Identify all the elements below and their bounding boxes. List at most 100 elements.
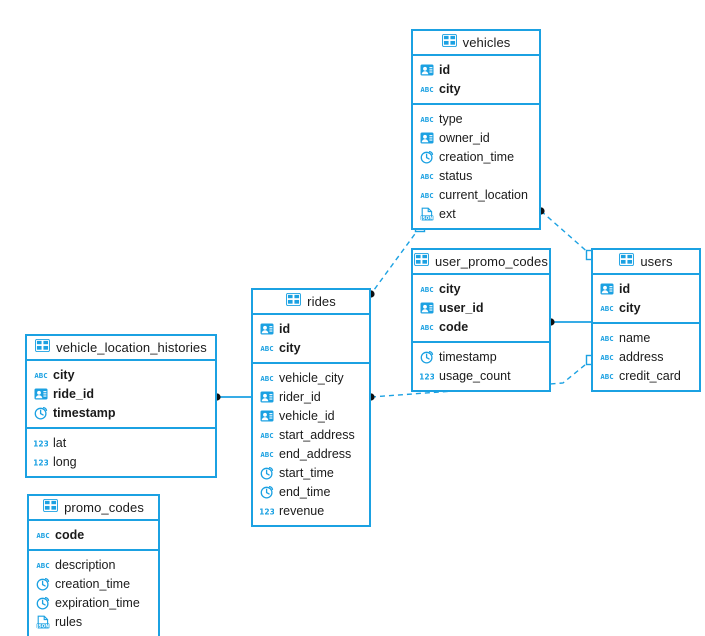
relationship-vlh-rides[interactable] bbox=[213, 393, 251, 401]
column-name: id bbox=[439, 62, 451, 77]
contact-card-icon bbox=[260, 390, 274, 404]
clock-icon bbox=[420, 350, 434, 364]
column-row[interactable]: user_id bbox=[413, 298, 549, 317]
svg-text:ABC: ABC bbox=[260, 374, 273, 383]
123-number-icon: 123 bbox=[420, 369, 434, 383]
entity-header-promo_codes[interactable]: promo_codes bbox=[29, 496, 158, 521]
column-name: creation_time bbox=[55, 576, 131, 591]
column-row[interactable]: start_time bbox=[253, 463, 369, 482]
column-row[interactable]: 123 usage_count bbox=[413, 366, 549, 385]
relationship-user_promo_codes-users[interactable] bbox=[547, 318, 591, 326]
column-row[interactable]: 123lat bbox=[27, 433, 215, 452]
entity-title: vehicle_location_histories bbox=[56, 340, 207, 355]
column-row[interactable]: timestamp bbox=[413, 347, 549, 366]
column-row[interactable]: timestamp bbox=[27, 403, 215, 422]
abc-text-icon: ABC bbox=[600, 331, 614, 345]
column-name: city bbox=[439, 281, 461, 296]
column-name: description bbox=[55, 557, 116, 572]
entity-title: vehicles bbox=[462, 35, 511, 50]
json-document-icon: JSON bbox=[36, 615, 50, 629]
entity-title: rides bbox=[307, 294, 336, 309]
column-row[interactable]: ABC end_address bbox=[253, 444, 369, 463]
entity-header-rides[interactable]: rides bbox=[253, 290, 369, 315]
column-row[interactable]: vehicle_id bbox=[253, 406, 369, 425]
svg-text:ABC: ABC bbox=[600, 334, 613, 343]
svg-text:123: 123 bbox=[34, 439, 48, 448]
contact-card-icon bbox=[260, 322, 274, 336]
svg-text:ABC: ABC bbox=[260, 344, 273, 353]
abc-text-icon: ABC bbox=[420, 320, 434, 334]
entity-header-user_promo_codes[interactable]: user_promo_codes bbox=[413, 250, 549, 275]
svg-text:JSON: JSON bbox=[420, 215, 433, 220]
column-name: end_address bbox=[279, 446, 352, 461]
column-name: end_time bbox=[279, 484, 331, 499]
clock-icon bbox=[36, 577, 50, 591]
column-row[interactable]: end_time bbox=[253, 482, 369, 501]
clock-icon bbox=[34, 406, 48, 420]
column-name: creation_time bbox=[439, 149, 515, 164]
clock-icon bbox=[260, 485, 274, 499]
abc-text-icon: ABC bbox=[420, 169, 434, 183]
svg-text:ABC: ABC bbox=[600, 372, 613, 381]
column-row[interactable]: id bbox=[593, 279, 699, 298]
svg-text:123: 123 bbox=[34, 458, 48, 467]
svg-text:ABC: ABC bbox=[420, 85, 433, 94]
table-grid-icon bbox=[619, 252, 635, 271]
column-name: vehicle_city bbox=[279, 370, 344, 385]
column-row[interactable]: id bbox=[253, 319, 369, 338]
column-row[interactable]: 123revenue bbox=[253, 501, 369, 520]
contact-card-icon bbox=[420, 63, 434, 77]
abc-text-icon: ABC bbox=[260, 447, 274, 461]
clock-icon bbox=[260, 466, 274, 480]
entity-header-vehicles[interactable]: vehicles bbox=[413, 31, 539, 56]
column-row[interactable]: expiration_time bbox=[29, 593, 158, 612]
column-row[interactable]: creation_time bbox=[413, 147, 539, 166]
entity-header-vehicle_location_histories[interactable]: vehicle_location_histories bbox=[27, 336, 215, 361]
column-name: usage_count bbox=[439, 368, 511, 383]
column-name: current_location bbox=[439, 187, 528, 202]
column-name: vehicle_id bbox=[279, 408, 335, 423]
table-grid-icon bbox=[441, 33, 457, 52]
123-number-icon: 123 bbox=[34, 455, 48, 469]
column-row[interactable]: ride_id bbox=[27, 384, 215, 403]
entity-header-users[interactable]: users bbox=[593, 250, 699, 275]
column-name: rules bbox=[55, 614, 83, 629]
123-number-icon: 123 bbox=[34, 436, 48, 450]
column-row[interactable]: creation_time bbox=[29, 574, 158, 593]
column-row[interactable]: owner_id bbox=[413, 128, 539, 147]
column-row[interactable]: 123long bbox=[27, 452, 215, 471]
column-row[interactable]: id bbox=[413, 60, 539, 79]
column-row[interactable]: JSON rules bbox=[29, 612, 158, 631]
abc-text-icon: ABC bbox=[34, 368, 48, 382]
column-row[interactable]: rider_id bbox=[253, 387, 369, 406]
column-name: type bbox=[439, 111, 463, 126]
entity-title: users bbox=[640, 254, 673, 269]
column-row[interactable]: ABC vehicle_city bbox=[253, 368, 369, 387]
